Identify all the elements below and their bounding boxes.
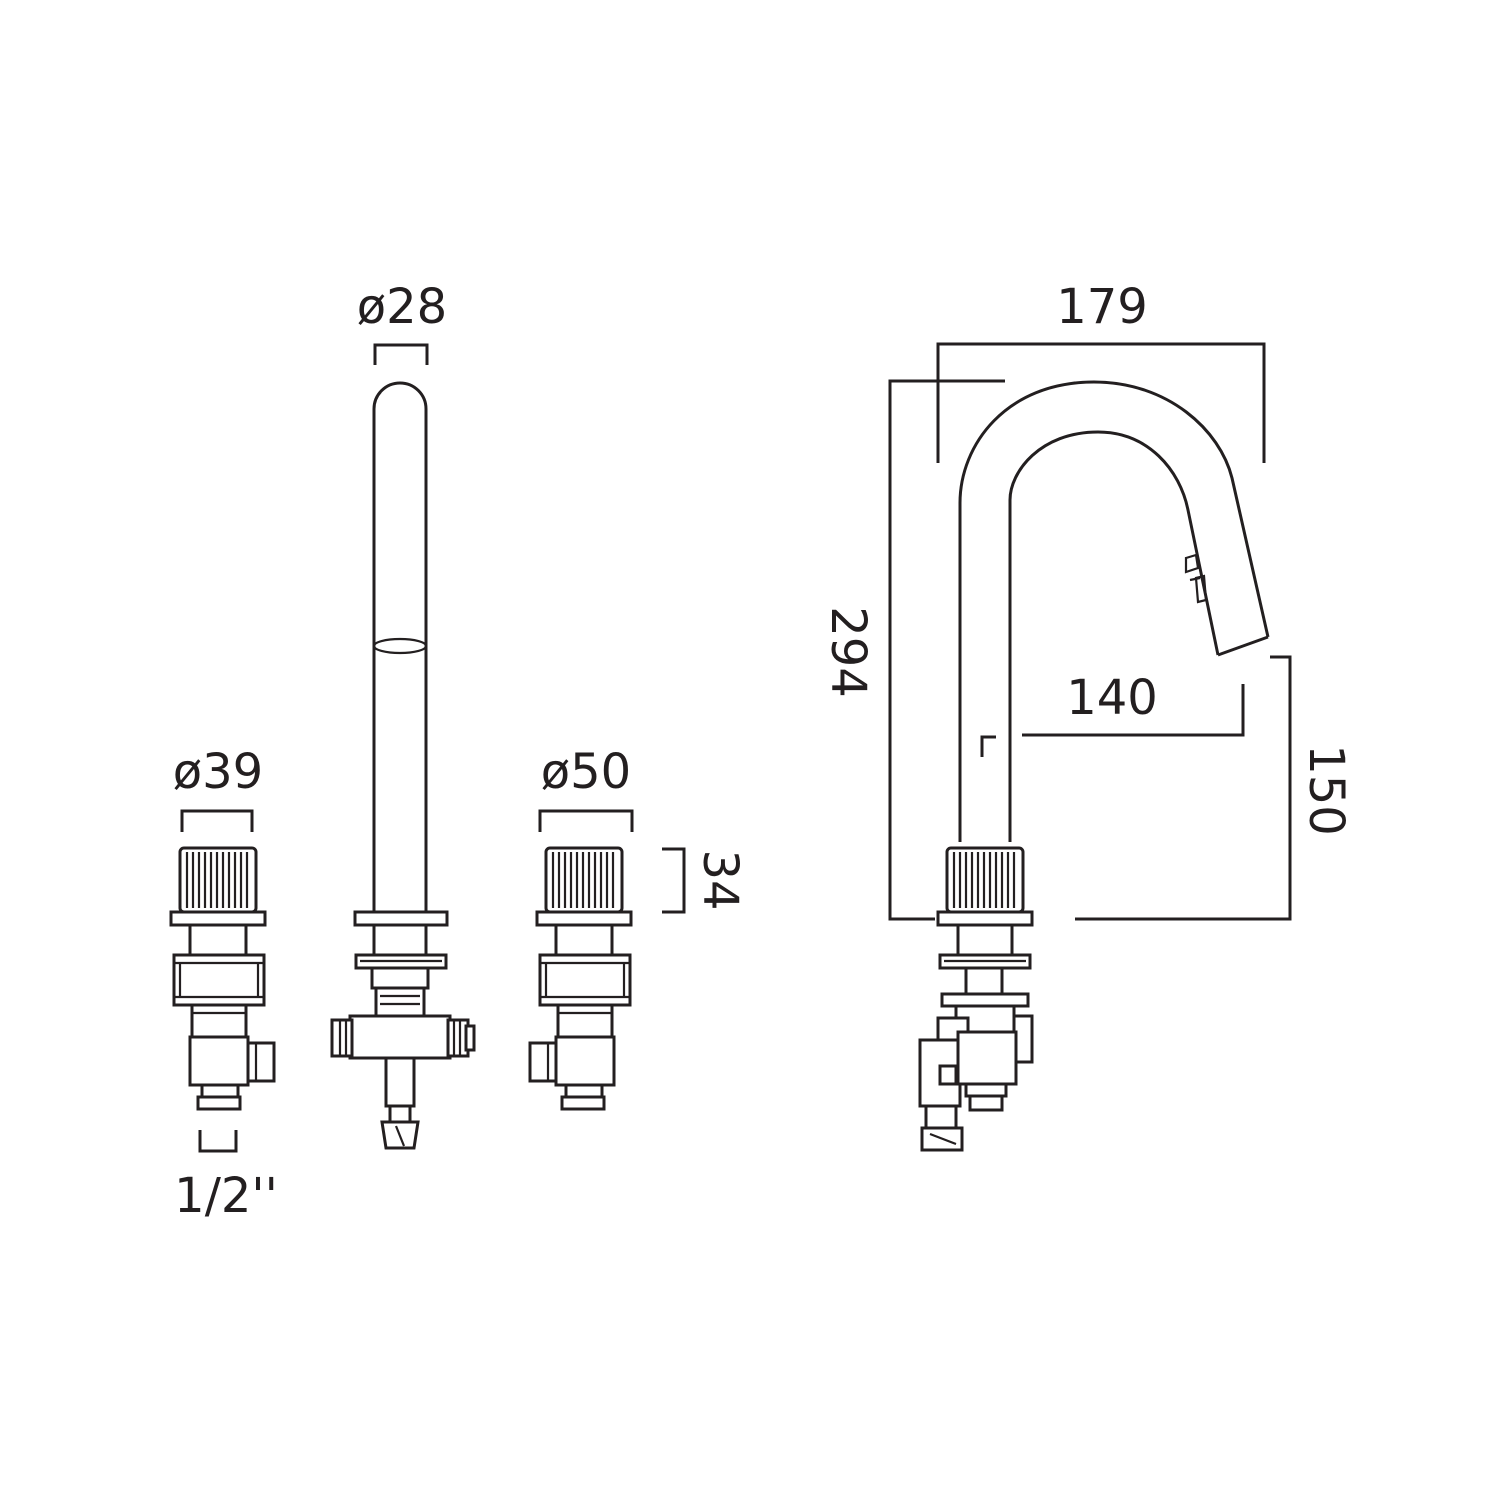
dim-handle-height <box>662 847 686 914</box>
dim-right-handle <box>538 809 634 832</box>
label-spout-diameter: ø28 <box>357 279 447 335</box>
side-view-handle <box>918 846 1034 1152</box>
label-outlet-150: 150 <box>1298 744 1354 836</box>
label-left-handle-diameter: ø39 <box>173 744 263 800</box>
dim-overall-294 <box>888 379 1005 921</box>
front-spout <box>330 381 476 1150</box>
dim-spout-diameter <box>373 343 429 365</box>
dim-outlet-150 <box>1075 655 1292 921</box>
dim-reach-140 <box>980 684 1245 757</box>
label-projection-179: 179 <box>1056 279 1148 335</box>
dim-projection-179 <box>936 342 1266 463</box>
label-overall-294: 294 <box>820 606 876 698</box>
right-handle-valve <box>528 846 633 1111</box>
side-view-spout <box>958 380 1270 842</box>
label-right-handle-diameter: ø50 <box>541 744 631 800</box>
left-handle-valve <box>169 846 276 1111</box>
dim-inlet-thread <box>198 1130 238 1153</box>
label-inlet-thread: 1/2'' <box>174 1168 278 1224</box>
label-reach-140: 140 <box>1066 670 1158 726</box>
dim-left-handle <box>180 809 254 832</box>
label-handle-height: 34 <box>692 849 748 910</box>
